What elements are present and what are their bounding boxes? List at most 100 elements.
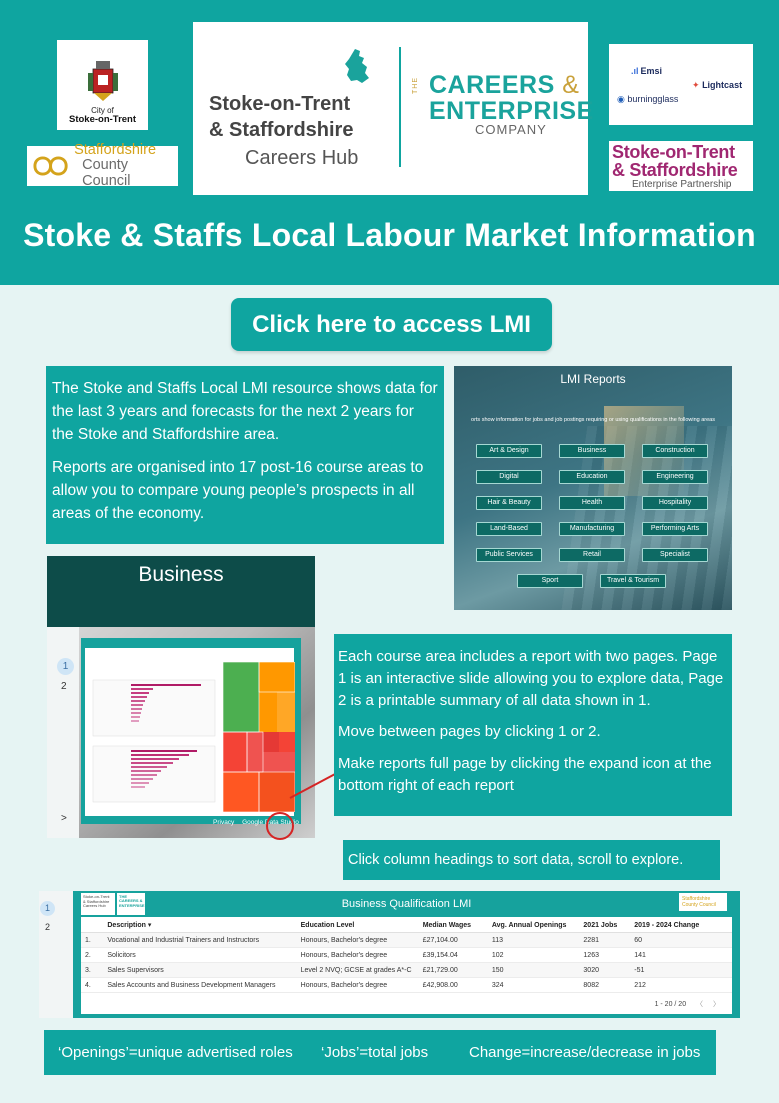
report-thumbnail: [81, 638, 301, 824]
course-button[interactable]: Health: [559, 496, 625, 510]
table-cell: Honours, Bachelor's degree: [296, 947, 419, 963]
report-thumbnail-canvas: [85, 648, 295, 816]
course-button[interactable]: Engineering: [642, 470, 708, 484]
course-button[interactable]: Manufacturing: [559, 522, 625, 536]
table-page-2-button[interactable]: 2: [45, 922, 51, 932]
table-cell: 4.: [81, 977, 104, 993]
course-button[interactable]: Construction: [642, 444, 708, 458]
table-cell: 324: [487, 977, 580, 993]
burningglass-ring-icon: ◉: [617, 94, 625, 104]
column-header[interactable]: Median Wages: [418, 918, 488, 933]
ce-logo-careers: CAREERS: [429, 71, 555, 99]
course-button[interactable]: Specialist: [642, 548, 708, 562]
lmi-reports-title: LMI Reports: [560, 372, 626, 386]
table-cell: 3.: [81, 962, 104, 978]
sep-logo-line2: & Staffordshire: [612, 160, 738, 180]
privacy-link[interactable]: Privacy: [213, 819, 235, 826]
city-logo-small-text: City of: [91, 105, 114, 115]
thumbnail-bar-chart-1: [92, 679, 216, 737]
course-button[interactable]: Performing Arts: [642, 522, 708, 536]
course-button[interactable]: Hair & Beauty: [476, 496, 542, 510]
table-cell: Honours, Bachelor's degree: [296, 977, 419, 993]
table-cell: Sales Supervisors: [103, 962, 297, 978]
prev-page-icon[interactable]: 〈: [696, 1001, 704, 1008]
header-banner: City of Stoke-on-Trent Staffordshire Cou…: [0, 0, 779, 285]
course-button[interactable]: Public Services: [476, 548, 542, 562]
column-header[interactable]: [81, 918, 104, 933]
table-page-1-button[interactable]: 1: [40, 901, 55, 916]
course-button[interactable]: Digital: [476, 470, 542, 484]
staffordshire-knot-icon: [33, 156, 68, 176]
course-button[interactable]: Land-Based: [476, 522, 542, 536]
intro-paragraph-1: The Stoke and Staffs Local LMI resource …: [52, 380, 438, 443]
sort-note: Click column headings to sort data, scro…: [343, 840, 720, 880]
legend-jobs: ‘Jobs’=total jobs: [321, 1044, 429, 1061]
next-page-icon[interactable]: 〉: [713, 1001, 720, 1008]
sep-logo-line3: Enterprise Partnership: [632, 179, 732, 190]
thumbnail-treemap: [223, 662, 295, 812]
ce-logo-amp: &: [562, 71, 580, 99]
column-header[interactable]: Avg. Annual Openings: [487, 918, 580, 933]
course-button[interactable]: Travel & Tourism: [600, 574, 666, 588]
table-frame: Stoke-on-Trent & Staffordshire Careers H…: [73, 891, 740, 1018]
business-report-preview: Business 1 2 >: [47, 556, 315, 838]
ce-logo-line2: ENTERPRISE: [429, 97, 594, 125]
table-cell: Level 2 NVQ; GCSE at grades A*-C: [296, 962, 419, 978]
table-cell: 141: [630, 947, 732, 963]
pages-info-paragraph-2: Move between pages by clicking 1 or 2.: [338, 723, 601, 741]
legend-openings: ‘Openings’=unique advertised roles: [58, 1044, 293, 1061]
burningglass-logo: ◉ burningglass: [617, 94, 678, 105]
lightcast-logo: ✦ Lightcast: [692, 80, 742, 91]
lightcast-text: Lightcast: [702, 80, 743, 90]
table-row[interactable]: 1.Vocational and Industrial Trainers and…: [81, 932, 732, 948]
city-of-stoke-logo: City of Stoke-on-Trent: [57, 40, 148, 130]
column-header[interactable]: 2019 - 2024 Change: [630, 918, 732, 933]
county-logo-line1: Staffordshire: [74, 142, 157, 159]
course-button[interactable]: Art & Design: [476, 444, 542, 458]
expand-icon-highlight: [266, 812, 294, 840]
county-logo-line2: County Council: [82, 157, 131, 189]
table-cell: Vocational and Industrial Trainers and I…: [103, 932, 297, 948]
page-1-button[interactable]: 1: [57, 658, 74, 675]
course-button[interactable]: Retail: [559, 548, 625, 562]
intro-paragraph-2: Reports are organised into 17 post-16 co…: [52, 458, 424, 522]
burningglass-text: burningglass: [627, 94, 679, 104]
table-cell: 1.: [81, 932, 104, 948]
pages-info-paragraph-1: Each course area includes a report with …: [338, 648, 724, 709]
table-cell: £21,729.00: [418, 962, 488, 978]
table-row[interactable]: 4.Sales Accounts and Business Developmen…: [81, 977, 732, 993]
careers-hub-logo: Stoke-on-Trent & Staffordshire Careers H…: [193, 22, 593, 195]
course-button[interactable]: Education: [559, 470, 625, 484]
sep-logo-line1: Stoke-on-Trent: [612, 142, 735, 162]
table-cell: Honours, Bachelor's degree: [296, 932, 419, 948]
course-button[interactable]: Hospitality: [642, 496, 708, 510]
table-canvas: Stoke-on-Trent & Staffordshire Careers H…: [81, 891, 732, 1014]
staffordshire-map-icon: [345, 49, 369, 83]
intro-panel: The Stoke and Staffs Local LMI resource …: [46, 366, 444, 544]
pager-range: 1 - 20 / 20: [654, 1001, 687, 1008]
table-pager: 1 - 20 / 20 〈 〉: [655, 999, 720, 1009]
table-cell: £39,154.04: [418, 947, 488, 963]
table-county-logo: Staffordshire County Council: [679, 893, 727, 911]
column-header[interactable]: 2021 Jobs: [579, 918, 631, 933]
table-header-bar: Stoke-on-Trent & Staffordshire Careers H…: [81, 891, 732, 917]
page-2-button[interactable]: 2: [61, 681, 67, 692]
column-header[interactable]: Education Level: [296, 918, 419, 933]
column-header[interactable]: Description ▾: [103, 918, 297, 933]
pages-info-panel: Each course area includes a report with …: [334, 634, 732, 816]
table-cell: 3020: [579, 962, 631, 978]
access-lmi-button[interactable]: Click here to access LMI: [231, 298, 552, 351]
course-button[interactable]: Business: [559, 444, 625, 458]
thumbnail-bar-chart-2: [92, 745, 216, 803]
table-cell: 2.: [81, 947, 104, 963]
table-page-nav: 1 2: [39, 891, 73, 1018]
table-ce-logo: THE CAREERS & ENTERPRISE: [117, 893, 145, 915]
course-button[interactable]: Sport: [517, 574, 583, 588]
staffordshire-county-council-logo: Staffordshire County Council: [27, 142, 178, 189]
next-chevron-icon[interactable]: >: [61, 813, 67, 824]
